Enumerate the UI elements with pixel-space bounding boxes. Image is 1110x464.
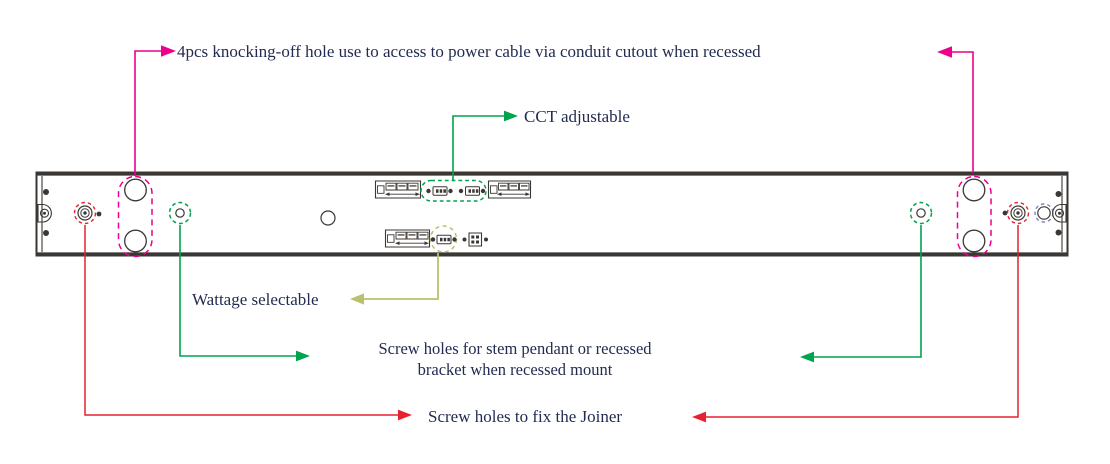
- cct-dip-switch-1: [426, 187, 453, 195]
- rivet-dot: [1055, 229, 1062, 236]
- terminal-block: [462, 233, 488, 246]
- wattage-selectable-label: Wattage selectable: [192, 290, 319, 309]
- rivet-dot: [43, 189, 49, 195]
- joiner-screw-hole-right: [1002, 203, 1029, 224]
- stem-pendant-label: Screw holes for stem pendant or recessed…: [378, 339, 652, 379]
- right-edge-keyhole-tab: [1053, 205, 1066, 223]
- knockoff-hole-label: 4pcs knocking-off hole use to access to …: [177, 42, 761, 61]
- center-hole: [321, 211, 335, 225]
- wattage-selector-plate: [386, 230, 430, 247]
- cct-adjustable-label: CCT adjustable: [524, 107, 630, 126]
- joiner-screw-label: Screw holes to fix the Joiner: [428, 407, 623, 426]
- cct-selector-plate-right: [489, 181, 531, 198]
- cct-arrow: [453, 110, 518, 181]
- cct-switch-group: [376, 181, 531, 202]
- stem-arrow-left: [180, 225, 310, 362]
- knockoff-holes-left: [119, 177, 153, 257]
- joiner-screw-hole-left: [75, 203, 102, 224]
- wattage-switch-group: [386, 226, 488, 252]
- left-end-details: [38, 189, 51, 236]
- fixture-body: [36, 173, 1068, 256]
- wattage-arrow: [350, 253, 438, 305]
- joiner-arrow-right: [692, 225, 1018, 423]
- knockoff-arrow-left: [135, 45, 176, 176]
- knockoff-arrow-right: [937, 46, 973, 173]
- left-edge-keyhole-tab: [38, 205, 51, 223]
- right-end-details: [1035, 191, 1066, 236]
- wattage-dip-switch: [430, 235, 457, 243]
- rivet-dot: [1055, 191, 1062, 197]
- rivet-dot: [43, 230, 49, 236]
- joiner-arrow-left: [85, 225, 412, 421]
- joiner-hole-violet-highlight: [1035, 204, 1053, 222]
- cct-selector-plate-left: [376, 181, 421, 198]
- cct-dip-switch-2: [458, 187, 486, 195]
- stem-screw-hole-left: [170, 203, 191, 224]
- stem-screw-hole-right: [911, 203, 932, 224]
- stem-arrow-right: [800, 225, 921, 363]
- knockoff-holes-right: [958, 177, 992, 257]
